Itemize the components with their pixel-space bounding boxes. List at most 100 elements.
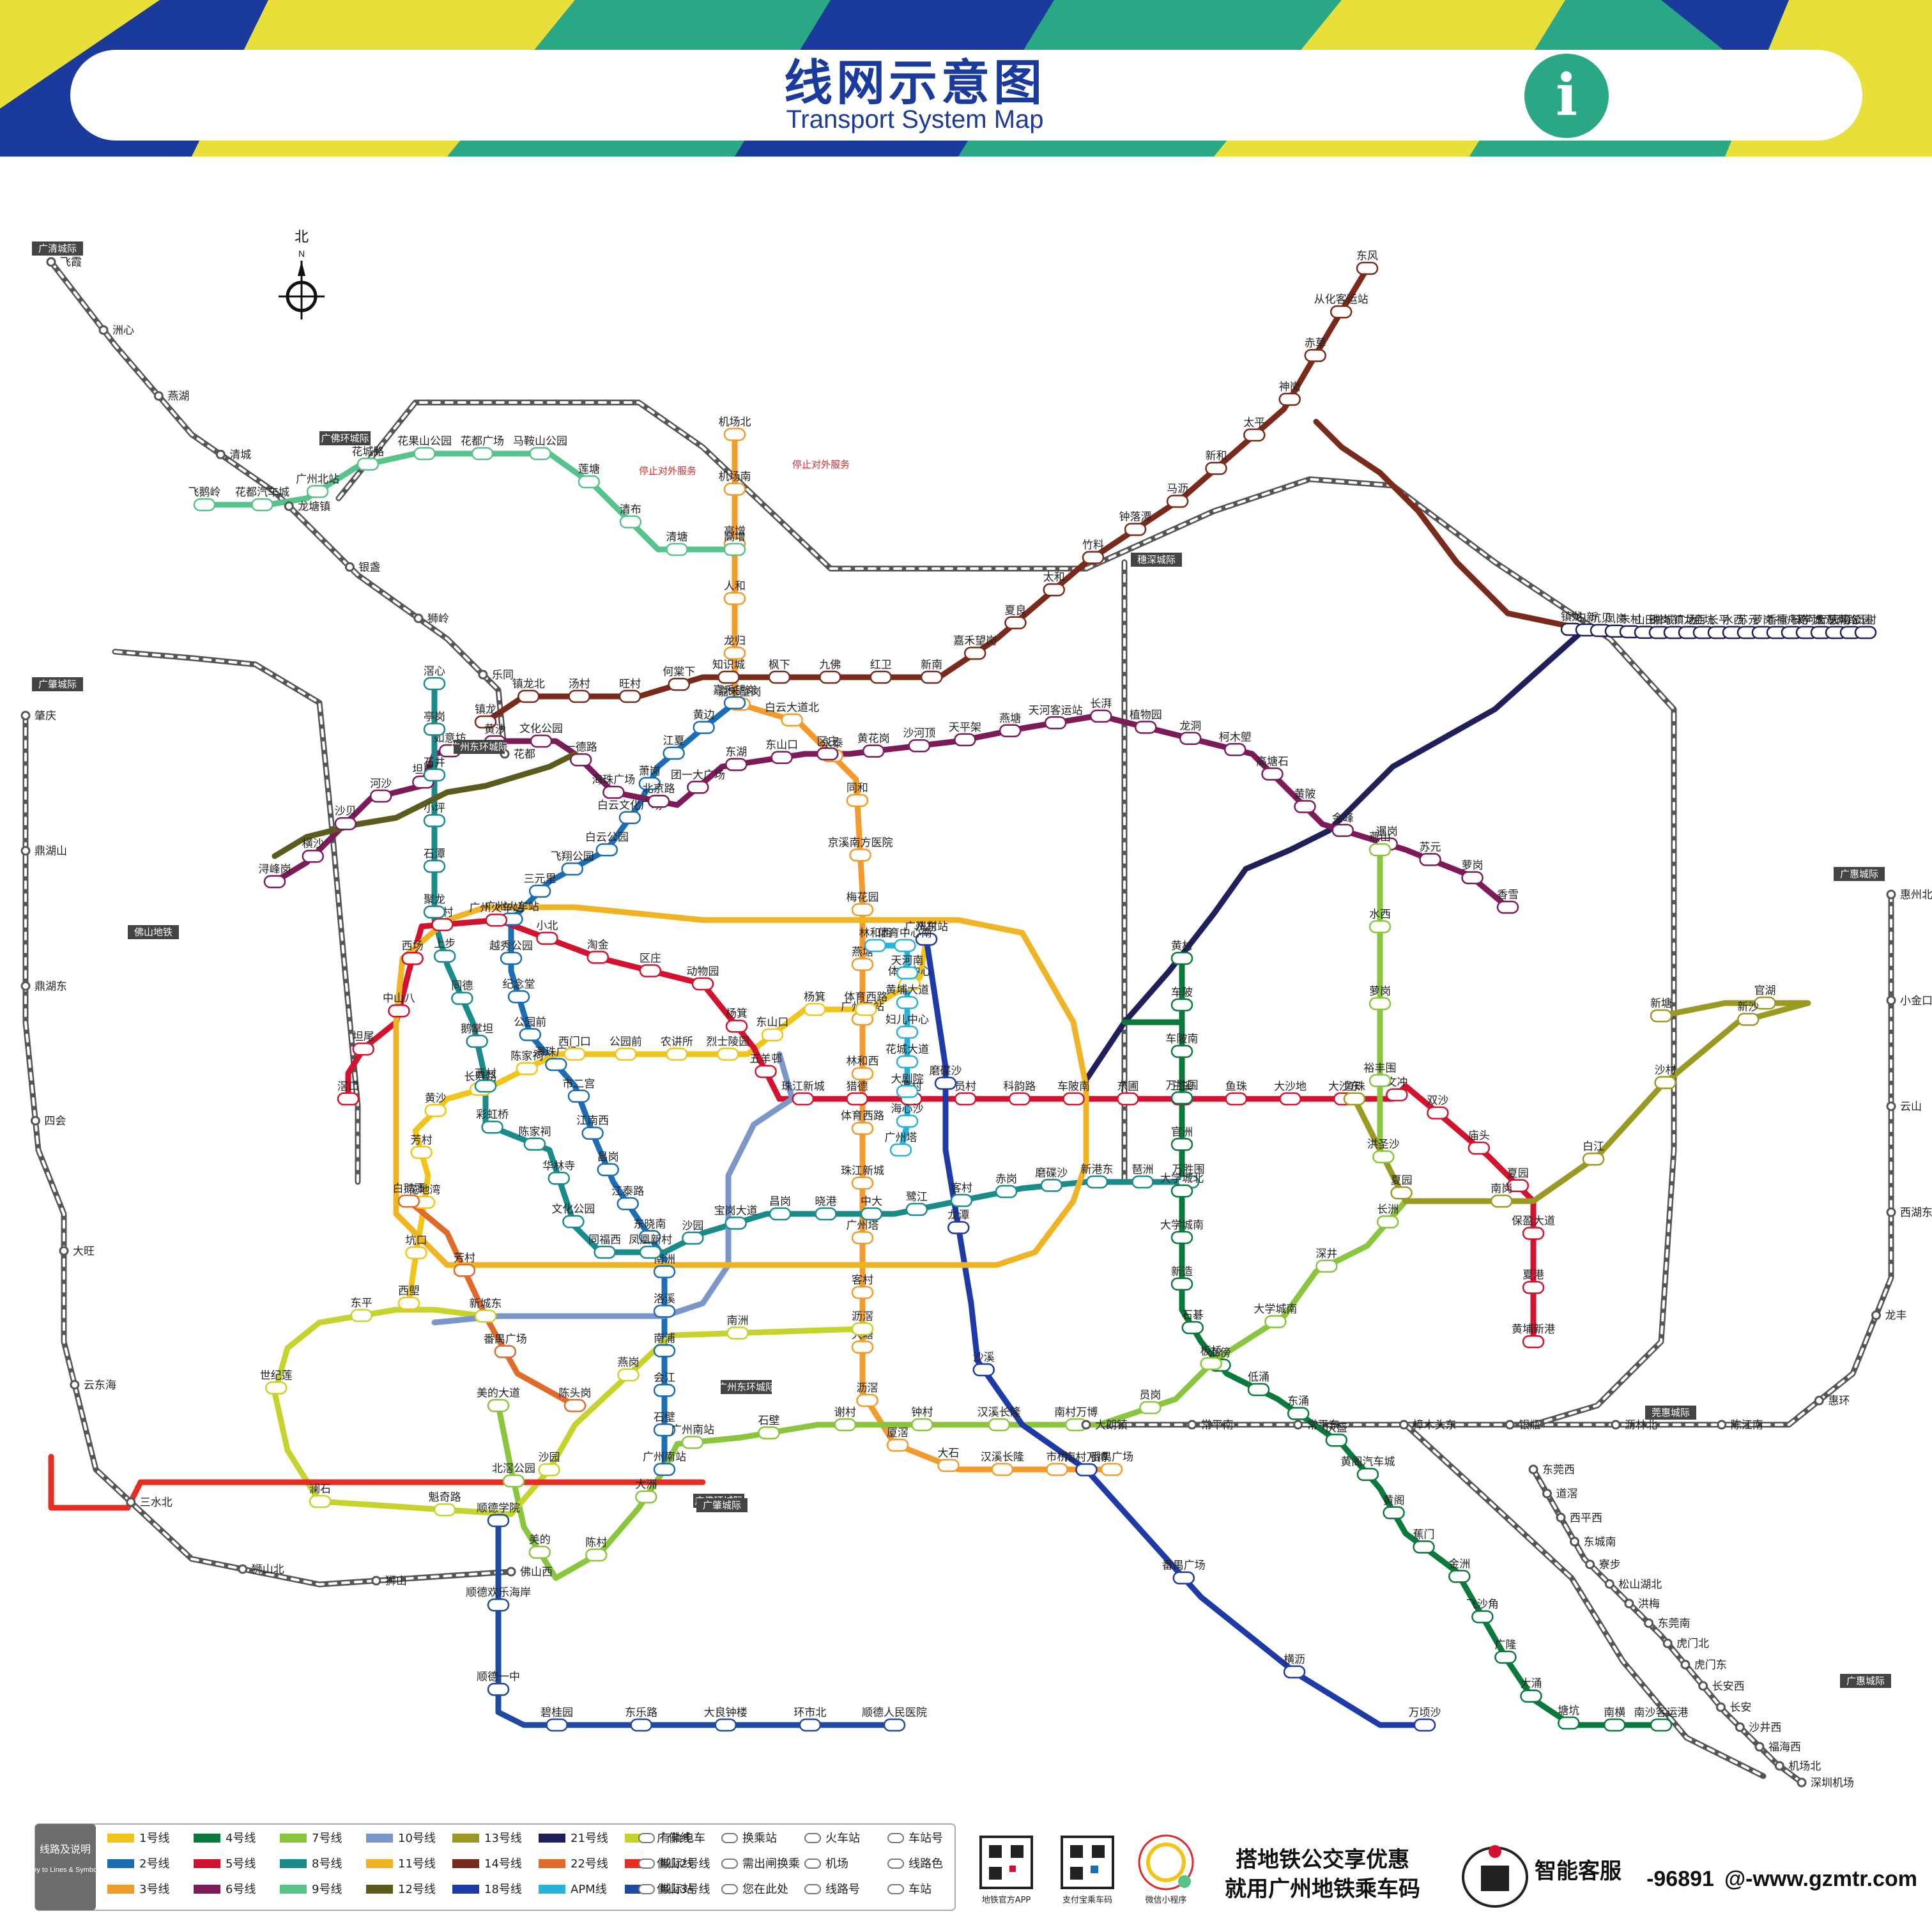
station-line4[interactable]: 南沙客运港 — [1634, 1706, 1689, 1732]
station-line18[interactable]: 南村万博 — [1064, 1451, 1108, 1476]
intercity-station-guangzhao_intercity[interactable]: 鼎湖山 — [20, 845, 67, 858]
station-line14[interactable]: 太平 — [1243, 417, 1266, 442]
qr-code-alipay-icon[interactable] — [1061, 1836, 1114, 1889]
station-line7[interactable]: 石壁 — [758, 1414, 780, 1440]
station-line8[interactable]: 赤岗 — [995, 1173, 1018, 1199]
station-apm[interactable]: 大剧院 — [891, 1073, 924, 1098]
station-line7[interactable]: 钟村 — [911, 1406, 933, 1432]
station-line2[interactable]: 越秀公园 — [489, 940, 533, 965]
station-apm[interactable]: 花城大道 — [885, 1043, 929, 1069]
station-line8[interactable]: 中大 — [860, 1195, 883, 1221]
station-line3[interactable]: 机场南 — [719, 471, 751, 496]
station-line8[interactable]: 彩虹桥 — [476, 1108, 509, 1134]
station-line1[interactable]: 农讲所 — [661, 1036, 693, 1061]
station-line7[interactable]: 大洲 — [635, 1478, 657, 1504]
station-line8[interactable]: 宝岗大道 — [714, 1204, 758, 1230]
station-line7[interactable]: 广州南站 — [671, 1424, 714, 1449]
station-line4[interactable]: 车陂南 — [1166, 1033, 1199, 1058]
station-foshan3[interactable]: 顺德学院 — [477, 1502, 520, 1528]
station-line6[interactable]: 高塘石 — [1256, 755, 1289, 781]
station-foshan3[interactable]: 顺德人民医院 — [862, 1706, 927, 1732]
station-line4[interactable]: 官洲 — [1170, 1126, 1193, 1151]
station-line8[interactable]: 石潭 — [423, 848, 446, 873]
station-line6[interactable]: 海珠广场 — [592, 774, 635, 799]
station-line8[interactable]: 新港东 — [1081, 1163, 1114, 1189]
station-line8[interactable]: 小坪 — [423, 802, 446, 827]
station-line3[interactable]: 汉溪长隆 — [981, 1451, 1024, 1476]
station-line2[interactable]: 江南西 — [576, 1115, 609, 1140]
station-line4[interactable]: 南横 — [1603, 1706, 1626, 1732]
intercity-station-guangzhao_intercity[interactable]: 大旺 — [59, 1245, 95, 1258]
intercity-station-guangqing_intercity[interactable]: 狮岭 — [413, 613, 449, 625]
station-foshan3[interactable]: 环市北 — [793, 1706, 826, 1732]
station-line6[interactable]: 东山口 — [765, 739, 798, 764]
station-line8[interactable]: 聚龙 — [423, 893, 446, 919]
station-line14[interactable]: 汤村 — [568, 678, 590, 703]
station-line6[interactable]: 黄花岗 — [857, 733, 890, 758]
station-line5[interactable]: 黄埔新港 — [1512, 1323, 1555, 1349]
station-line14[interactable]: 嘉禾望岗 — [953, 635, 997, 660]
station-line3[interactable]: 人和 — [723, 580, 746, 606]
station-line14[interactable]: 赤草 — [1304, 337, 1326, 362]
station-line5[interactable]: 淘金 — [586, 939, 610, 964]
intercity-station-suishen_intercity[interactable]: 虎门北 — [1662, 1637, 1709, 1650]
station-line5[interactable]: 广州火车站 — [469, 901, 523, 927]
station-line6[interactable]: 香雪 — [1496, 889, 1519, 914]
station-line8[interactable]: 文化公园 — [551, 1203, 595, 1229]
station-line13[interactable]: 夏园 — [1390, 1174, 1413, 1200]
station-line1[interactable]: 陈家祠 — [510, 1050, 543, 1075]
station-line13[interactable]: 南岗 — [1490, 1183, 1513, 1208]
station-line3[interactable]: 番禺广场 — [1090, 1451, 1133, 1476]
station-line3[interactable]: 机场北 — [719, 416, 751, 441]
station-line14[interactable]: 东风 — [1356, 250, 1379, 275]
station-line8[interactable]: 晓港 — [815, 1195, 837, 1221]
station-line3[interactable]: 白云大道北 — [765, 702, 819, 727]
station-line8[interactable]: 鹅掌坦 — [461, 1023, 493, 1048]
station-line4[interactable]: 车陂 — [1170, 986, 1193, 1012]
station-line14[interactable]: 从化客运站 — [1314, 293, 1368, 319]
intercity-station-suishen_intercity[interactable]: 东莞西 — [1528, 1464, 1575, 1476]
station-apm[interactable]: 天河南 — [891, 954, 924, 980]
station-line6[interactable]: 河沙 — [369, 778, 392, 803]
intercity-station-guanghui_intercity[interactable]: 沥林北 — [1611, 1419, 1657, 1432]
station-line5[interactable]: 车陂南 — [1057, 1080, 1090, 1106]
intercity-station-suishen_intercity[interactable]: 沙井西 — [1735, 1721, 1781, 1734]
station-line5[interactable]: 珠江新城 — [781, 1080, 825, 1106]
station-line2[interactable]: 纪念堂 — [503, 977, 535, 1004]
station-line21[interactable]: 员村 — [1854, 614, 1877, 640]
intercity-station-suishen_intercity[interactable]: 道滘 — [1542, 1488, 1578, 1501]
station-line4[interactable]: 蕉门 — [1413, 1528, 1435, 1554]
station-apm[interactable]: 海心沙 — [891, 1103, 924, 1128]
station-line4[interactable]: 黄阁 — [1383, 1494, 1405, 1520]
intercity-station-guangzhao_intercity[interactable]: 鼎湖东 — [20, 980, 67, 993]
station-line2[interactable]: 三元里 — [524, 873, 556, 898]
station-line7[interactable]: 水西 — [1368, 908, 1392, 933]
station-line6[interactable]: 植物园 — [1130, 709, 1162, 734]
station-line9[interactable]: 莲塘 — [578, 463, 601, 489]
station-guangfo[interactable]: 沥滘 — [851, 1310, 874, 1336]
intercity-station-guanghui_intercity[interactable]: 大朗镇 — [1081, 1419, 1128, 1432]
station-line4[interactable]: 飞沙角 — [1466, 1598, 1499, 1623]
station-line5[interactable]: 保盈大道 — [1512, 1215, 1555, 1240]
station-line14[interactable]: 太和 — [1043, 571, 1065, 597]
station-line18[interactable]: 磨碟沙 — [930, 1064, 962, 1090]
station-apm[interactable]: 黄埔大道 — [885, 984, 929, 1009]
station-line3[interactable]: 体育西路 — [841, 1110, 884, 1135]
info-icon[interactable]: i — [1524, 54, 1609, 138]
station-line7[interactable]: 长洲 — [1376, 1204, 1399, 1229]
station-line5[interactable]: 文冲 — [1386, 1077, 1408, 1101]
station-line6[interactable]: 金峰 — [1331, 812, 1354, 838]
station-line8[interactable]: 同德 — [451, 980, 473, 1005]
intercity-station-suishen_intercity[interactable]: 东莞南 — [1644, 1618, 1690, 1630]
station-line4[interactable]: 新造 — [1170, 1266, 1193, 1291]
station-line5[interactable]: 区庄 — [639, 952, 662, 977]
station-line5[interactable]: 科韵路 — [1003, 1080, 1036, 1106]
station-line9[interactable]: 飞鹅岭 — [188, 486, 221, 512]
station-line1[interactable]: 杨箕 — [804, 991, 826, 1016]
station-line6[interactable]: 苏元 — [1419, 841, 1441, 866]
station-line8[interactable]: 沙园 — [682, 1220, 704, 1245]
intercity-station-guanghui_intercity[interactable]: 惠州北 — [1886, 889, 1932, 901]
station-line13[interactable]: 鱼珠 — [1343, 1080, 1366, 1106]
station-line5[interactable]: 小北 — [536, 920, 558, 945]
station-line5[interactable]: 鱼珠 — [1225, 1080, 1248, 1106]
